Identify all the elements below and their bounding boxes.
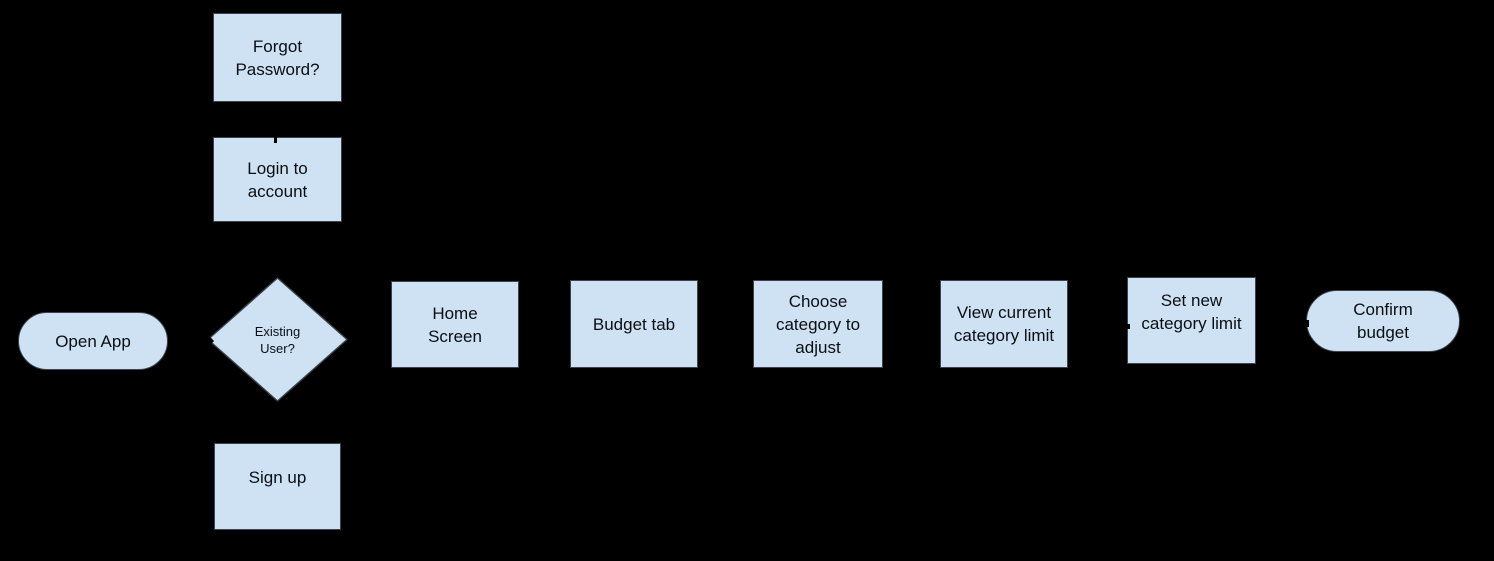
flow-node-set-new-limit: Set new category limit <box>1127 277 1256 364</box>
node-label-open-app: Open App <box>55 331 131 351</box>
node-label-sign-up: Sign up <box>248 468 307 487</box>
node-label-choose-category: Choose category to adjust <box>775 291 861 357</box>
flow-node-view-current-limit: View current category limit <box>940 280 1068 368</box>
node-label-set-new-limit: Set new category limit <box>1141 291 1242 333</box>
arrowhead-fragment-icon <box>274 136 277 143</box>
flow-node-confirm-budget: Confirm budget <box>1306 290 1460 352</box>
arrowhead-fragment-icon <box>1125 324 1130 329</box>
flow-node-budget-tab: Budget tab <box>570 280 698 368</box>
node-label-existing-user: Existing User? <box>254 323 301 356</box>
flow-node-choose-category: Choose category to adjust <box>753 280 883 368</box>
flow-node-existing-user-decision: Existing User? <box>207 277 348 402</box>
node-label-budget-tab: Budget tab <box>592 314 676 334</box>
flow-node-home-screen: Home Screen <box>391 281 519 368</box>
flow-node-forgot-password: Forgot Password? <box>213 13 342 102</box>
node-label-forgot-password: Forgot Password? <box>235 36 320 79</box>
node-label-login-to-account: Login to account <box>247 158 308 201</box>
node-label-home-screen: Home Screen <box>428 303 482 346</box>
arrowhead-fragment-icon <box>1305 320 1309 327</box>
node-label-confirm-budget: Confirm budget <box>1353 300 1413 342</box>
flow-node-login-to-account: Login to account <box>213 137 342 222</box>
flow-node-sign-up: Sign up <box>214 443 341 530</box>
decision-diamond-shape <box>207 277 348 402</box>
node-label-view-current-limit: View current category limit <box>953 303 1055 345</box>
flow-node-open-app: Open App <box>18 312 168 370</box>
